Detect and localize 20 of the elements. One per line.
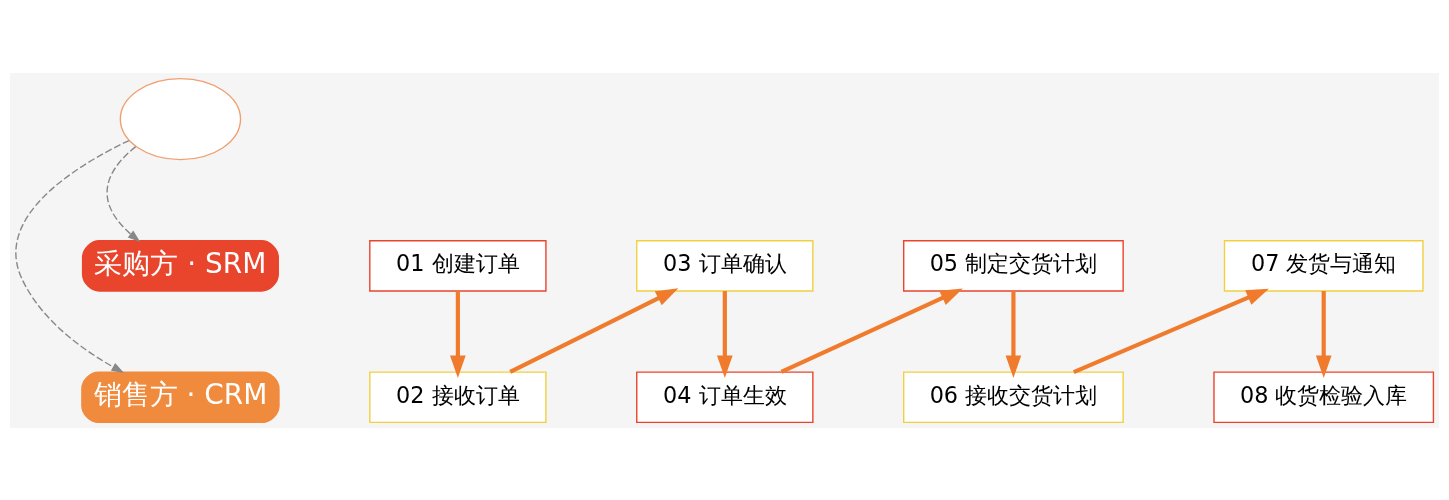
- node-box: 销售方 · CRM: [81, 370, 280, 423]
- arrow: [106, 145, 141, 242]
- arrow: [509, 287, 679, 374]
- node-box: 07 发货与通知: [1223, 239, 1424, 292]
- arrow: [1072, 288, 1269, 374]
- arrow: [716, 290, 733, 378]
- node-box: 06 接收交货计划: [903, 370, 1124, 423]
- node-box: 03 订单确认: [636, 239, 814, 292]
- arrow: [1005, 290, 1022, 378]
- node-box: 04 订单生效: [636, 370, 814, 423]
- arrow: [450, 290, 466, 378]
- arrow: [1315, 290, 1332, 378]
- arrow: [15, 139, 130, 373]
- node-box: 采购方 · SRM: [81, 239, 279, 292]
- node-box: 02 接收订单: [369, 370, 547, 423]
- node-box: 05 制定交货计划: [903, 239, 1124, 292]
- node-box: 08 收货检验入库: [1213, 370, 1435, 423]
- node-cloud: [119, 77, 242, 160]
- arrow: [780, 288, 963, 374]
- node-box: 01 创建订单: [369, 239, 547, 292]
